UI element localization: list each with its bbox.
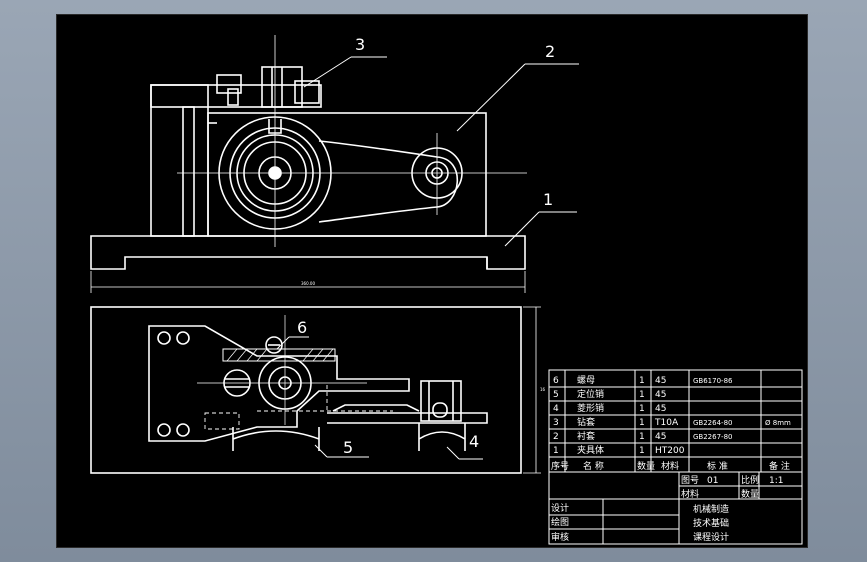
bom-cell-name: 夹具体 (577, 444, 604, 456)
title-block-text: 图号 01 比例 1:1 材料 数量 设计 绘图 审核 机械制造 技术基础 课程… (551, 474, 783, 543)
plan-centerlines (197, 315, 367, 425)
plan-height-label: 16 (540, 387, 546, 392)
balloon-4: 4 (469, 432, 479, 451)
bolt-tl-2 (176, 331, 190, 345)
scale-value: 1:1 (769, 476, 783, 486)
front-leaders (303, 56, 579, 247)
bolt-bl-1 (157, 423, 171, 437)
bushing-clamp (294, 80, 320, 104)
bushing-head (216, 74, 242, 94)
project-line-1: 机械制造 (693, 503, 729, 515)
balloon-5: 5 (343, 438, 353, 457)
hidden-lines (204, 385, 393, 430)
plan-leaders (276, 336, 483, 460)
column-rib (182, 106, 195, 237)
bom-table (548, 369, 803, 473)
overall-width-label: 360.00 (301, 281, 315, 286)
bom-cell-material: T10A (654, 418, 679, 428)
bom-cell-material: 45 (655, 376, 666, 386)
bom-header-remark: 备 注 (769, 460, 790, 472)
review-label: 审核 (551, 531, 569, 543)
draw-label: 绘图 (551, 516, 569, 528)
diamond-pin-4 (432, 402, 448, 418)
drawing-no-label: 图号 (681, 475, 699, 486)
bom-cell-qty: 1 (639, 432, 645, 442)
bom-cell-name: 定位销 (577, 388, 604, 400)
bom-cell-no: 2 (553, 432, 559, 442)
base-plate (90, 235, 526, 270)
bom-cell-no: 4 (553, 404, 559, 414)
bom-cell-qty: 1 (639, 404, 645, 414)
bom-header: 序号 名 称 数量 材料 标 准 备 注 (551, 460, 790, 472)
plan-outline (90, 306, 522, 474)
bom-cell-name: 螺母 (577, 375, 595, 386)
slider-top (332, 404, 420, 412)
bolt-tl-1 (157, 331, 171, 345)
bom-cell-no: 6 (553, 376, 559, 386)
bom-header-qty: 数量 (637, 460, 655, 472)
bom-cell-material: 45 (655, 390, 666, 400)
quantity-label: 数量 (741, 488, 759, 500)
bom-header-standard: 标 准 (707, 460, 728, 472)
balloon-2: 2 (545, 42, 555, 61)
bom-cell-standard: GB2267-80 (693, 433, 732, 441)
v-block-5 (232, 427, 320, 451)
plan-view: 16 (90, 306, 546, 474)
bom-header-material: 材料 (661, 460, 679, 472)
design-label: 设计 (551, 502, 569, 514)
bom-cell-remark: Ø 8mm (765, 419, 791, 427)
balloon-6: 6 (297, 318, 307, 337)
bom-cell-no: 1 (553, 446, 559, 456)
material-label: 材料 (681, 488, 699, 500)
bom-cell-standard: GB6170-86 (693, 377, 733, 385)
bom-cell-name: 钻套 (577, 416, 595, 428)
plan-body (148, 325, 410, 442)
bom-cell-qty: 1 (639, 376, 645, 386)
slider-rail (327, 412, 488, 424)
drawing-sheet: 360.00 1 2 3 16 (56, 14, 808, 548)
drawing-canvas: 360.00 1 2 3 16 (90, 35, 803, 545)
bom-cell-material: HT200 (655, 446, 685, 456)
front-view: 360.00 (90, 35, 527, 293)
bom-header-name: 名 称 (583, 460, 604, 472)
bom-cell-qty: 1 (639, 446, 645, 456)
scale-label: 比例 (741, 474, 759, 486)
drawing-no: 01 (707, 476, 718, 486)
v-block-4 (418, 423, 466, 451)
bom-cell-qty: 1 (639, 390, 645, 400)
bom-cell-no: 3 (553, 418, 559, 428)
bom-cell-no: 5 (553, 390, 559, 400)
front-centerlines (177, 35, 527, 247)
bom-cell-name: 衬套 (577, 430, 595, 442)
balloon-1: 1 (543, 190, 553, 209)
bom-cell-name: 菱形销 (577, 402, 604, 414)
bom-cell-material: 45 (655, 432, 666, 442)
top-arm (150, 84, 322, 108)
project-line-2: 技术基础 (693, 517, 729, 529)
overall-width-dimension (90, 271, 526, 293)
right-block (420, 380, 462, 422)
bushing-screw (227, 88, 239, 106)
bom-cell-material: 45 (655, 404, 666, 414)
bom-cell-qty: 1 (639, 418, 645, 428)
balloon-3: 3 (355, 35, 365, 54)
title-block (548, 471, 803, 545)
bom-header-no: 序号 (551, 460, 569, 472)
plan-height-dimension (523, 306, 541, 474)
connecting-link (318, 140, 459, 223)
main-block (207, 112, 487, 237)
bolt-bl-2 (176, 423, 190, 437)
bom-cell-standard: GB2264-80 (693, 419, 732, 427)
hatched-section (222, 348, 336, 362)
nut-6 (265, 336, 283, 354)
project-line-3: 课程设计 (693, 531, 729, 543)
hatch-lines (226, 348, 334, 362)
